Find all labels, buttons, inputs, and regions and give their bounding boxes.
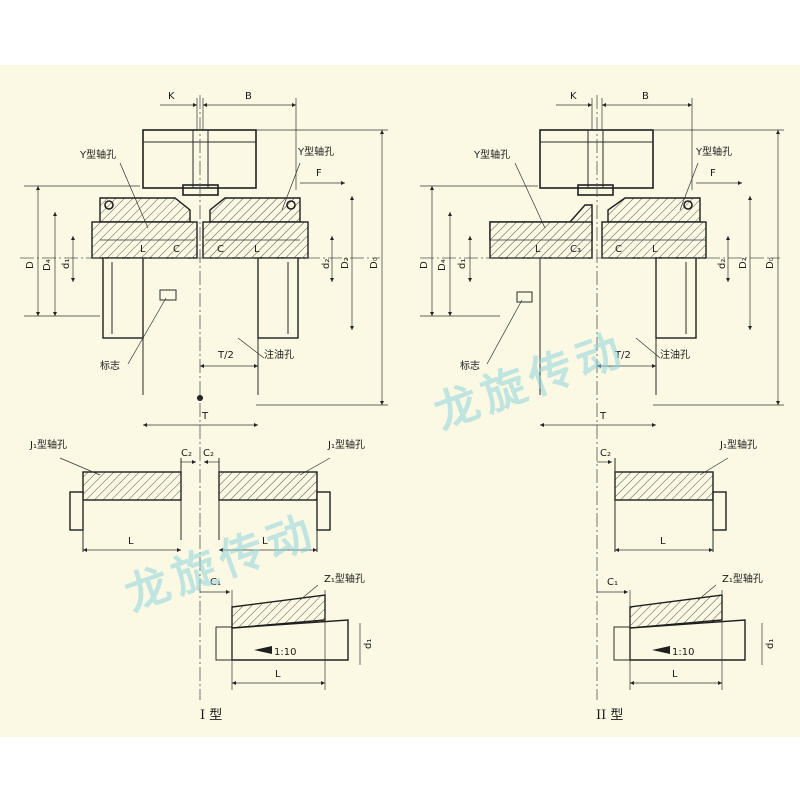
label-C2-left: C₂ [181, 448, 192, 459]
label-oil-hole: 注油孔 [264, 348, 294, 361]
label-L-z1-2: L [672, 669, 678, 680]
label-y-bore-left: Y型轴孔 [79, 148, 116, 161]
type1-labels: K B Y型轴孔 Y型轴孔 F L C C L D D₄ d₁ d₂ D₂ D₀… [25, 91, 380, 723]
type1-right-shaft [257, 257, 299, 339]
label-K: K [168, 91, 175, 102]
label-D0-2: D₀ [765, 257, 776, 269]
type2-right-shaft [655, 257, 697, 339]
label-L-j1-left: L [128, 536, 134, 547]
label-L-j1-right: L [262, 536, 268, 547]
type2-labels: K B Y型轴孔 Y型轴孔 F L C₃ C L D D₄ d₁ d₂ D₂ D… [419, 91, 776, 723]
label-taper-2: 1:10 [672, 647, 694, 658]
label-C2-2: C₂ [600, 448, 611, 459]
label-L-right-2: L [652, 244, 658, 255]
label-C1: C₁ [210, 577, 221, 588]
label-z1-bore: Z₁型轴孔 [324, 572, 365, 585]
type1-z1-bore-view [200, 584, 361, 690]
type1-j1-right-hub [218, 471, 318, 501]
label-C-left: C [173, 244, 180, 255]
label-j1-bore-left: J₁型轴孔 [29, 438, 67, 451]
label-D-2: D [419, 261, 430, 269]
label-z1-bore-2: Z₁型轴孔 [722, 572, 763, 585]
type1-assembly-view [20, 95, 388, 700]
label-D4: D₄ [42, 259, 53, 271]
label-d1-z1-2: d₁ [765, 639, 776, 649]
type2-title: II 型 [596, 708, 623, 723]
label-j1-bore-2: J₁型轴孔 [719, 438, 757, 451]
label-T-2: T [599, 411, 607, 422]
label-F-2: F [710, 168, 716, 179]
label-T: T [201, 411, 209, 422]
type1-j1-bore-view [59, 457, 331, 553]
label-D4-2: D₄ [437, 259, 448, 271]
label-mark-2: 标志 [460, 359, 480, 372]
label-K-2: K [570, 91, 577, 102]
type1-mark-plate [159, 289, 177, 301]
type1-left-shaft [102, 257, 144, 339]
label-D2-2: D₂ [738, 257, 749, 269]
type2-assembly-view [420, 95, 784, 700]
label-T-half: T/2 [217, 350, 234, 361]
label-B: B [245, 91, 252, 102]
label-C1-2: C₁ [607, 577, 618, 588]
label-L-j1-2: L [660, 536, 666, 547]
label-D0: D₀ [369, 257, 380, 269]
type2-j1-hub [614, 471, 714, 501]
watermark-top: 龙旋传动 [428, 323, 633, 439]
label-mark: 标志 [100, 359, 120, 372]
label-C2-right: C₂ [203, 448, 214, 459]
label-T-half-2: T/2 [614, 350, 631, 361]
label-L-z1: L [275, 669, 281, 680]
label-d2: d₂ [321, 259, 332, 269]
label-L-right: L [254, 244, 260, 255]
label-C3: C₃ [570, 244, 581, 255]
type2-j1-bore-view [597, 457, 729, 553]
label-L-left-2: L [535, 244, 541, 255]
type1-left-flange [99, 197, 191, 223]
type2-z1-bore-view [597, 584, 763, 690]
type2-mark-plate [516, 291, 533, 303]
label-L-left: L [140, 244, 146, 255]
label-y-bore-right-2: Y型轴孔 [695, 145, 732, 158]
label-d1-2: d₁ [457, 259, 468, 269]
label-j1-bore-right: J₁型轴孔 [327, 438, 365, 451]
label-d2-2: d₂ [717, 259, 728, 269]
label-y-bore-left-2: Y型轴孔 [473, 148, 510, 161]
label-y-bore-right: Y型轴孔 [297, 145, 334, 158]
type1-right-flange [209, 197, 301, 223]
type2-drum [539, 129, 654, 189]
label-C-right-2: C [615, 244, 622, 255]
type1-j1-left-hub [82, 471, 182, 501]
type1-title: I 型 [200, 708, 222, 723]
label-D: D [25, 261, 36, 269]
label-taper: 1:10 [274, 647, 296, 658]
label-F: F [316, 168, 322, 179]
type2-right-flange [607, 197, 701, 223]
label-oil-hole-2: 注油孔 [660, 348, 690, 361]
label-d1-z1: d₁ [363, 639, 374, 649]
label-D2: D₂ [340, 257, 351, 269]
label-d1: d₁ [61, 259, 72, 269]
label-C-right: C [217, 244, 224, 255]
type1-drum [142, 129, 257, 189]
label-B-2: B [642, 91, 649, 102]
